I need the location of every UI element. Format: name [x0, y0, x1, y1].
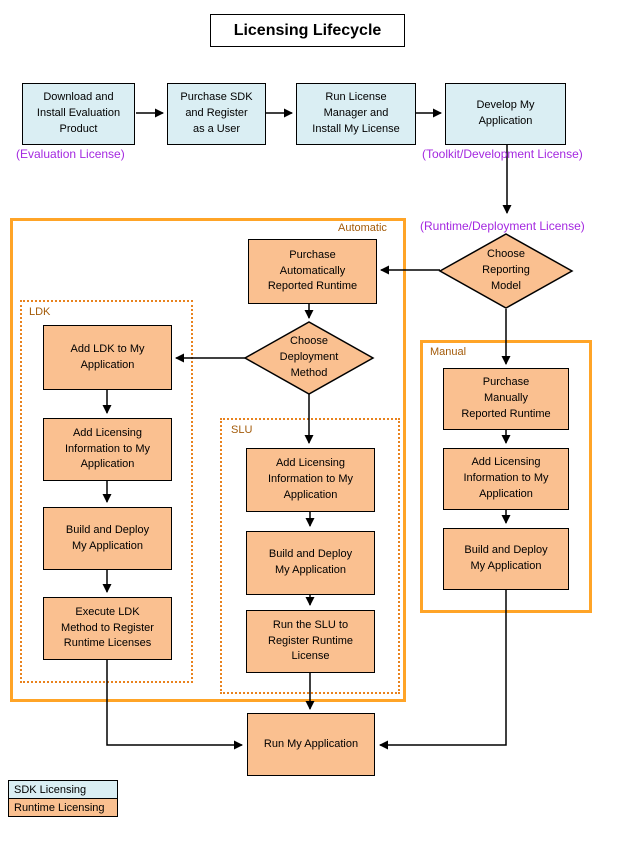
- step-slu-build-deploy: Build and Deploy My Application: [246, 531, 375, 595]
- container-automatic-label: Automatic: [338, 222, 387, 234]
- container-ldk-label: LDK: [29, 306, 51, 318]
- label-runtime-deployment-license: (Runtime/Deployment License): [420, 219, 585, 233]
- step-develop-my-application: Develop My Application: [445, 83, 566, 145]
- container-manual-label: Manual: [430, 346, 467, 358]
- step-execute-ldk: Execute LDK Method to Register Runtime L…: [43, 597, 172, 660]
- legend-sdk-licensing: SDK Licensing: [8, 780, 118, 799]
- step-ldk-add-licensing: Add Licensing Information to My Applicat…: [43, 418, 172, 481]
- step-purchase-manual-runtime: Purchase Manually Reported Runtime: [443, 368, 569, 430]
- step-run-license-manager: Run License Manager and Install My Licen…: [296, 83, 416, 145]
- step-run-my-application: Run My Application: [247, 713, 375, 776]
- step-add-ldk: Add LDK to My Application: [43, 325, 172, 390]
- step-manual-add-licensing: Add Licensing Information to My Applicat…: [443, 448, 569, 510]
- step-purchase-auto-runtime: Purchase Automatically Reported Runtime: [248, 239, 377, 304]
- step-manual-build-deploy: Build and Deploy My Application: [443, 528, 569, 590]
- step-slu-add-licensing: Add Licensing Information to My Applicat…: [246, 448, 375, 512]
- label-evaluation-license: (Evaluation License): [16, 147, 125, 161]
- page-title: Licensing Lifecycle: [210, 14, 405, 47]
- legend-runtime-licensing: Runtime Licensing: [8, 798, 118, 817]
- decision-choose-reporting-model-label: Choose Reporting Model: [482, 248, 530, 292]
- step-purchase-sdk-register: Purchase SDK and Register as a User: [167, 83, 266, 145]
- decision-choose-deployment-method-label: Choose Deployment Method: [279, 335, 339, 379]
- step-run-slu: Run the SLU to Register Runtime License: [246, 610, 375, 673]
- step-download-install-evaluation: Download and Install Evaluation Product: [22, 83, 135, 145]
- label-toolkit-development-license: (Toolkit/Development License): [422, 147, 583, 161]
- step-ldk-build-deploy: Build and Deploy My Application: [43, 507, 172, 570]
- container-slu-label: SLU: [231, 424, 253, 436]
